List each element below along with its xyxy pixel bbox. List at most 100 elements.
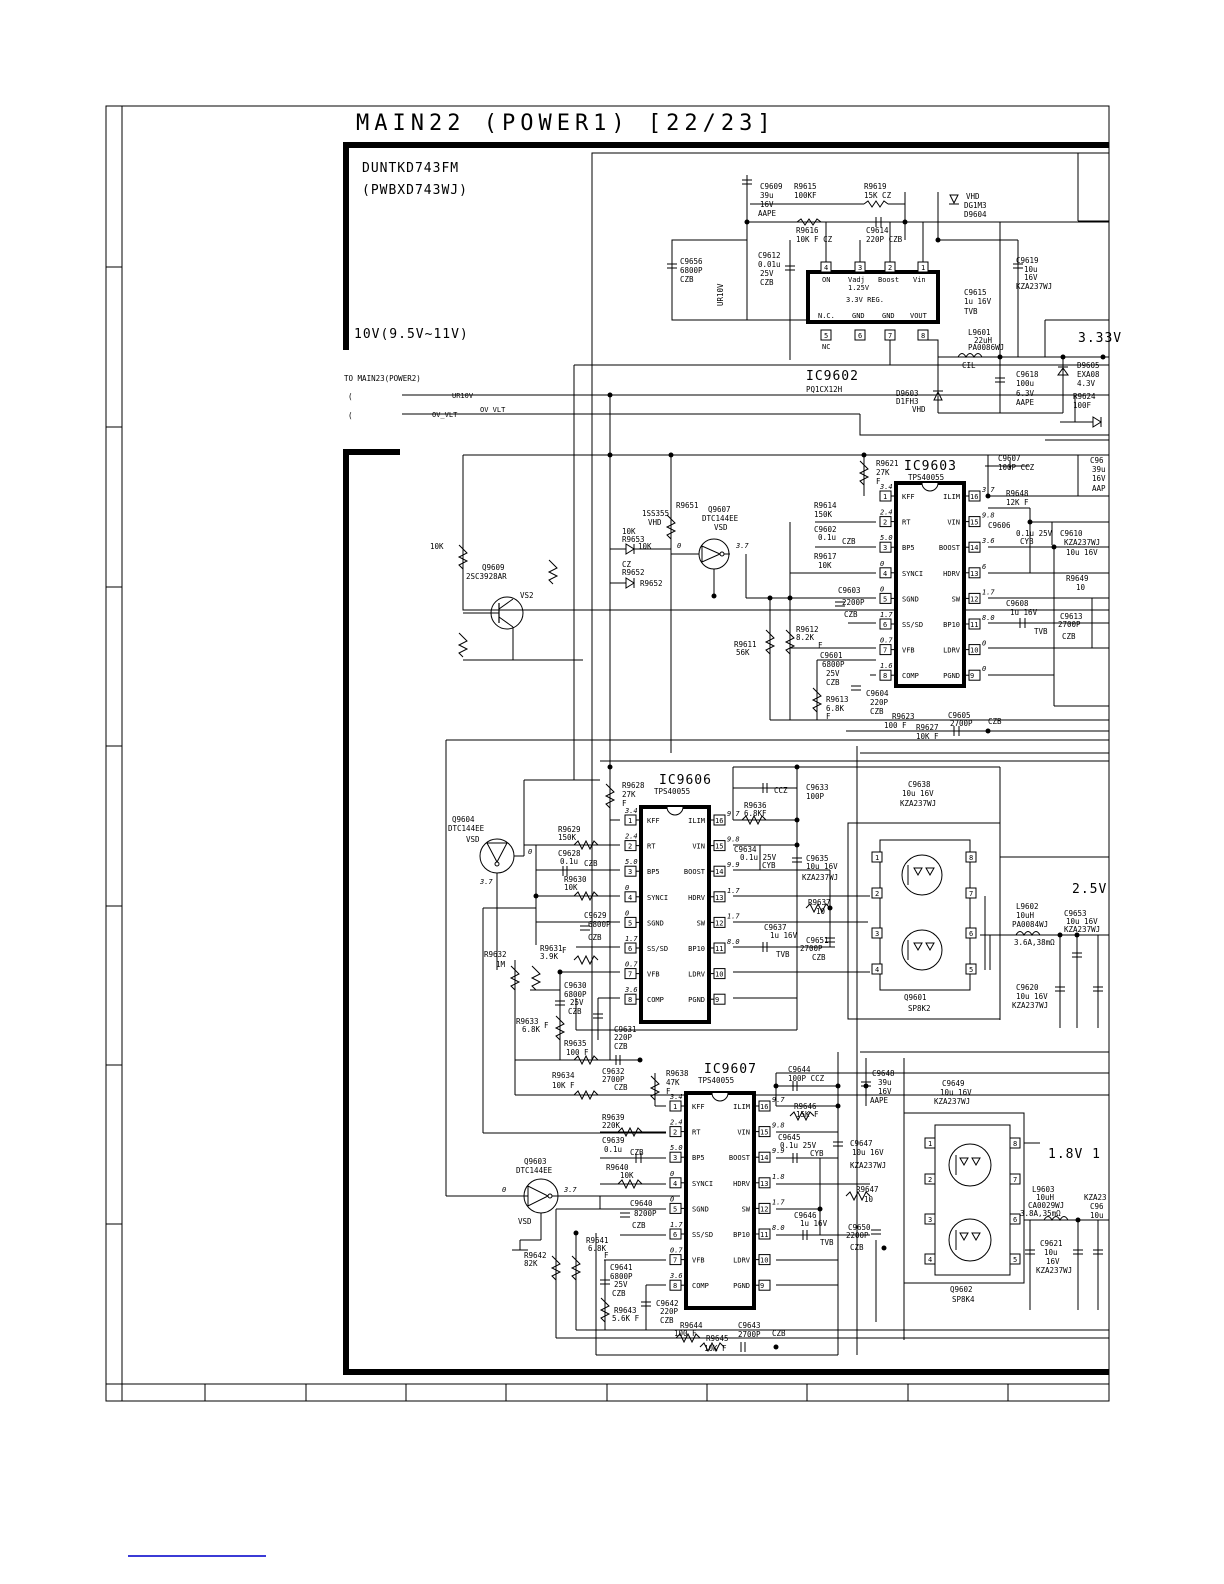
pin-label: VFB (647, 971, 660, 979)
svg-text:1u 16V: 1u 16V (770, 931, 798, 940)
svg-text:R9614: R9614 (814, 501, 837, 510)
svg-text:1: 1 (875, 854, 879, 862)
svg-text:6800P: 6800P (680, 266, 703, 275)
svg-text:D9605: D9605 (1077, 361, 1100, 370)
pin-voltage: 9.7 (772, 1096, 785, 1104)
svg-text:F: F (622, 799, 627, 808)
svg-text:CCZ: CCZ (774, 786, 788, 795)
svg-text:R9635: R9635 (564, 1039, 587, 1048)
pin-label: KFF (692, 1103, 705, 1111)
v333-label: 3.33V (1078, 331, 1122, 346)
svg-text:5: 5 (1013, 1256, 1017, 1264)
svg-text:0.1u: 0.1u (604, 1145, 622, 1154)
pin-number: 9 (715, 996, 719, 1004)
svg-text:CA0029WJ: CA0029WJ (1028, 1201, 1064, 1210)
v18-label: 1.8V 1 (1048, 1147, 1101, 1162)
pin-number: 1 (883, 493, 887, 501)
pin-label: RT (902, 519, 911, 527)
svg-text:6: 6 (1013, 1216, 1017, 1224)
pin-label: RT (647, 843, 656, 851)
pin-voltage: 1.7 (727, 912, 740, 920)
svg-text:4: 4 (928, 1256, 932, 1264)
svg-text:R9646: R9646 (794, 1102, 817, 1111)
pin-number: 15 (760, 1129, 768, 1137)
svg-text:C9642: C9642 (656, 1299, 679, 1308)
to-main23-label: TO MAIN23(POWER2) (344, 374, 421, 383)
svg-text:4.3V: 4.3V (1077, 379, 1096, 388)
svg-text:UR10V: UR10V (716, 283, 725, 306)
svg-text:D9604: D9604 (964, 210, 987, 219)
svg-text:CZB: CZB (568, 1007, 582, 1016)
svg-text:R9617: R9617 (814, 552, 837, 561)
svg-text:10K: 10K (818, 561, 832, 570)
bottom-link-underline[interactable] (128, 1555, 266, 1557)
svg-text:0.01u: 0.01u (758, 260, 781, 269)
svg-text:CZB: CZB (988, 717, 1002, 726)
pin-voltage: 2.4 (880, 509, 893, 517)
svg-text:R9633: R9633 (516, 1017, 539, 1026)
pin-voltage: 0 (625, 884, 629, 892)
pin-voltage: 3.4 (669, 1093, 683, 1101)
unit-label: DUNTKD743FM (362, 161, 459, 176)
pin-label: BOOST (684, 868, 706, 876)
svg-text:L9601: L9601 (968, 328, 991, 337)
pin-number: 10 (760, 1257, 768, 1265)
pin-label: LDRV (733, 1257, 751, 1265)
svg-text:1: 1 (921, 264, 925, 272)
svg-text:L9602: L9602 (1016, 902, 1039, 911)
pin-voltage: 0 (880, 585, 884, 593)
pin-label: BP5 (692, 1154, 705, 1162)
svg-text:CZB: CZB (812, 953, 826, 962)
svg-text:C9612: C9612 (758, 251, 781, 260)
svg-text:0: 0 (677, 542, 681, 550)
svg-text:R9645: R9645 (706, 1334, 729, 1343)
svg-text:R9653: R9653 (622, 535, 645, 544)
pin-label: SS/SD (692, 1231, 713, 1239)
pin-voltage: 9.8 (982, 512, 995, 520)
svg-text:C9653: C9653 (1064, 909, 1087, 918)
svg-text:4: 4 (824, 264, 828, 272)
svg-text:6.8KF: 6.8KF (744, 809, 767, 818)
pin-number: 2 (628, 843, 632, 851)
pin-label: HDRV (943, 570, 961, 578)
svg-text:16V: 16V (1024, 273, 1038, 282)
svg-text:KZA237WJ: KZA237WJ (1064, 925, 1100, 934)
svg-text:TPS40055: TPS40055 (908, 473, 944, 482)
pin-number: 6 (628, 945, 632, 953)
svg-text:C9601: C9601 (820, 651, 843, 660)
svg-text:C9621: C9621 (1040, 1239, 1063, 1248)
svg-text:CZB: CZB (680, 275, 694, 284)
pin-number: 4 (673, 1180, 677, 1188)
svg-text:27K: 27K (622, 790, 636, 799)
svg-text:3: 3 (858, 264, 862, 272)
pin-voltage: 3.6 (981, 537, 995, 545)
ic9602: ON Vadj 1.25V Boost Vin 3.3V REG. N.C. G… (806, 222, 940, 394)
power-rails (445, 152, 1109, 1355)
pin-label: BP5 (902, 544, 915, 552)
ic9602-ref: IC9602 (806, 369, 859, 384)
svg-text:R9621: R9621 (876, 459, 899, 468)
svg-text:3.8A,35mΩ: 3.8A,35mΩ (1020, 1209, 1061, 1218)
svg-text:150K: 150K (814, 510, 833, 519)
svg-text:220P: 220P (870, 698, 889, 707)
svg-text:F: F (604, 1251, 609, 1260)
svg-text:TVB: TVB (1034, 627, 1048, 636)
q9602: 12 34 87 65 Q9602 SP8K4 1.8V 1 (903, 1112, 1109, 1310)
svg-text:R9640: R9640 (606, 1163, 629, 1172)
pin-voltage: 1.7 (772, 1198, 785, 1206)
svg-text:10: 10 (1076, 583, 1086, 592)
svg-text:VHD: VHD (966, 192, 980, 201)
label-r9619: R9619 (864, 182, 887, 191)
svg-text:16V: 16V (760, 200, 774, 209)
svg-text:VS2: VS2 (520, 591, 534, 600)
pin-label: RT (692, 1129, 701, 1137)
pin-voltage: 3.6 (624, 986, 638, 994)
svg-text:R9638: R9638 (666, 1069, 689, 1078)
pin-number: 4 (883, 570, 887, 578)
svg-text:6800P: 6800P (822, 660, 845, 669)
svg-text:AAPE: AAPE (758, 209, 777, 218)
pin-voltage: 1.7 (727, 887, 740, 895)
svg-text:2700P: 2700P (1058, 620, 1081, 629)
pin-label: ILIM (733, 1103, 750, 1111)
